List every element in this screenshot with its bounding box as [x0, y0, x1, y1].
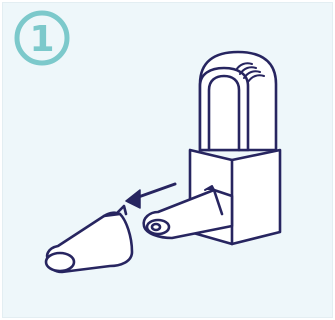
cap-icon: [46, 206, 132, 272]
removal-arrow-icon: [126, 184, 175, 208]
